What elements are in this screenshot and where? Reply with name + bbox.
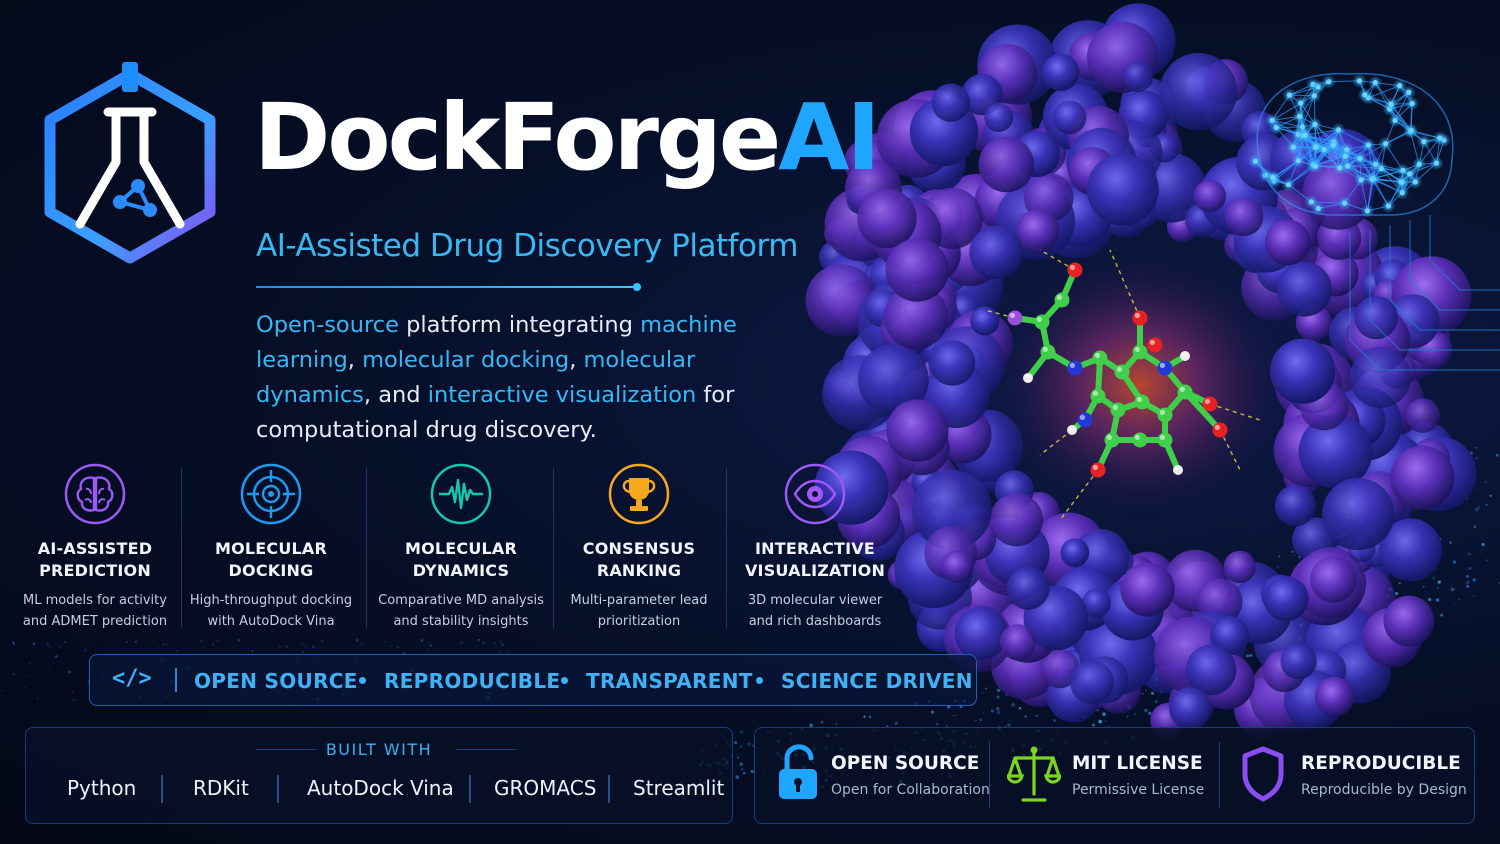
description-text: , — [347, 347, 363, 373]
heading-rule — [256, 749, 316, 750]
feature-divider — [553, 468, 554, 628]
description-highlight: interactive visualization — [427, 382, 697, 408]
title-divider-dot — [633, 283, 641, 291]
description: Open-source platform integrating machine… — [256, 308, 816, 448]
badge-title: MIT LICENSE — [1072, 753, 1203, 774]
tool-gromacs: GROMACS — [494, 776, 597, 800]
badge-title: OPEN SOURCE — [831, 753, 980, 774]
tool-divider — [161, 775, 163, 803]
description-text: , — [569, 347, 584, 373]
tagline-divider — [175, 668, 177, 692]
target-icon — [240, 463, 302, 525]
badge-subtitle: Permissive License — [1072, 782, 1205, 798]
tagline-item: REPRODUCIBLE — [384, 669, 561, 693]
description-text: platform integrating — [398, 312, 641, 338]
feature-divider — [366, 468, 367, 628]
flask-logo-icon — [44, 62, 216, 264]
badge-title: REPRODUCIBLE — [1301, 753, 1461, 774]
built-with-panel: BUILT WITH Python RDKit AutoDock Vina GR… — [25, 727, 733, 824]
tool-divider — [608, 775, 610, 803]
tool-autodock-vina: AutoDock Vina — [307, 776, 454, 800]
tool-python: Python — [67, 776, 137, 800]
description-highlight: machine learning — [256, 312, 737, 373]
description-highlight: molecular docking — [362, 347, 570, 373]
app-title: DockForgeAI — [254, 92, 881, 184]
unlock-icon — [779, 744, 817, 799]
tagline-item: TRANSPARENT — [586, 669, 753, 693]
tool-streamlit: Streamlit — [633, 776, 725, 800]
badge-subtitle: Reproducible by Design — [1301, 782, 1467, 798]
tagline-dot — [561, 677, 568, 684]
values-tagline: </> OPEN SOURCE REPRODUCIBLE TRANSPARENT… — [89, 654, 977, 706]
trophy-icon — [608, 463, 670, 525]
tagline-item: SCIENCE DRIVEN — [781, 669, 973, 693]
license-panel: OPEN SOURCE Open for Collaboration MIT L… — [754, 727, 1475, 824]
title-accent: AI — [778, 84, 880, 191]
badge-divider — [1219, 742, 1220, 808]
tool-rdkit: RDKit — [193, 776, 249, 800]
tagline-item: OPEN SOURCE — [194, 669, 358, 693]
eye-icon — [784, 463, 846, 525]
feature-divider — [726, 468, 727, 628]
waveform-icon — [430, 463, 492, 525]
tool-divider — [277, 775, 279, 803]
tool-divider — [469, 775, 471, 803]
brain-icon — [64, 463, 126, 525]
feature-divider — [181, 468, 182, 628]
code-icon: </> — [112, 666, 152, 691]
badge-subtitle: Open for Collaboration — [831, 782, 990, 798]
tagline-dot — [359, 677, 366, 684]
scales-icon — [1007, 746, 1061, 802]
shield-icon — [1242, 746, 1284, 802]
description-highlight: Open-source — [256, 312, 399, 338]
built-with-heading: BUILT WITH — [325, 740, 433, 759]
description-text: for computational drug discovery. — [256, 382, 735, 443]
badge-divider — [989, 742, 990, 808]
tagline-dot — [756, 677, 763, 684]
title-divider — [256, 286, 636, 288]
description-highlight: molecular dynamics — [256, 347, 696, 408]
heading-rule — [456, 749, 516, 750]
title-main: DockForge — [254, 84, 781, 191]
description-text: , and — [363, 382, 428, 408]
subtitle: AI-Assisted Drug Discovery Platform — [256, 228, 798, 264]
